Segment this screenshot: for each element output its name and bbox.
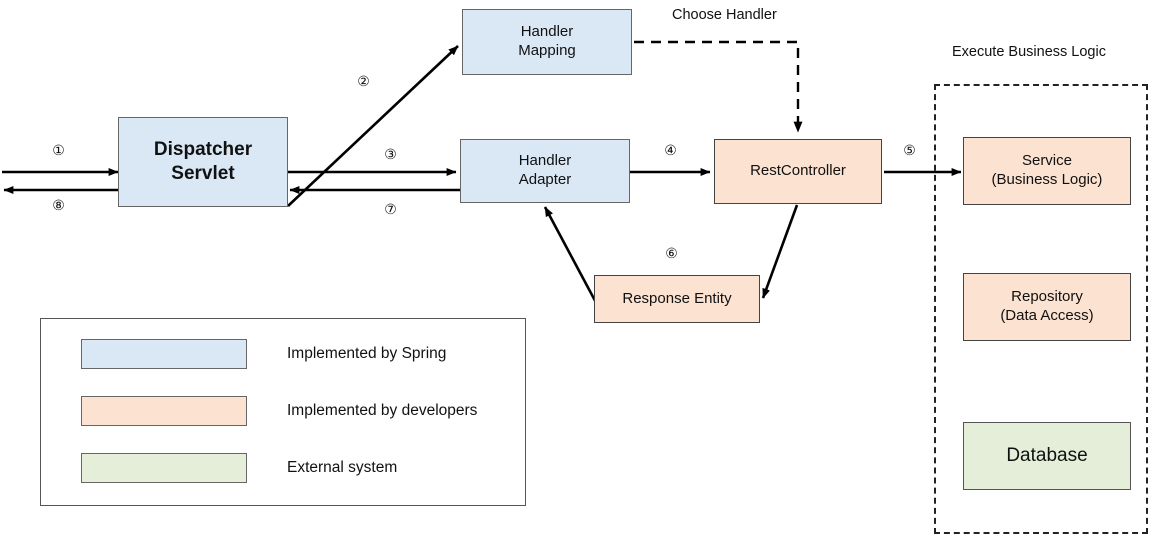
arrow-2-dispatcher-to-handler-mapping <box>287 45 459 207</box>
node-handler-mapping[interactable]: Handler Mapping <box>462 9 632 75</box>
step-badge-4: ④ <box>664 142 677 158</box>
step-badge-8: ⑧ <box>52 197 65 213</box>
step-badge-5: ⑤ <box>903 142 916 158</box>
node-repository-label: Repository (Data Access) <box>1000 288 1094 324</box>
legend-swatch-external <box>81 453 247 483</box>
legend-row-external: External system <box>81 453 397 483</box>
legend-swatch-spring <box>81 339 247 369</box>
step-badge-7: ⑦ <box>384 201 397 217</box>
node-rest-controller[interactable]: RestController <box>714 139 882 204</box>
legend-swatch-developers <box>81 396 247 426</box>
node-repository[interactable]: Repository (Data Access) <box>963 273 1131 341</box>
node-dispatcher-servlet-label: Dispatcher Servlet <box>153 139 253 184</box>
step-badge-3: ③ <box>384 146 397 162</box>
dashed-arrow-choose-handler <box>634 40 803 133</box>
legend-row-spring: Implemented by Spring <box>81 339 446 369</box>
node-database-label: Database <box>1006 445 1088 467</box>
node-dispatcher-servlet[interactable]: Dispatcher Servlet <box>118 117 288 207</box>
step-badge-1: ① <box>52 142 65 158</box>
node-handler-adapter-label: Handler Adapter <box>518 152 572 188</box>
label-choose-handler: Choose Handler <box>672 7 777 23</box>
node-service-label: Service (Business Logic) <box>991 152 1103 188</box>
legend: Implemented by Spring Implemented by dev… <box>40 318 526 506</box>
arrow-6-rest-controller-to-response-entity <box>761 204 799 299</box>
node-response-entity-label: Response Entity <box>622 289 732 307</box>
label-execute-business-logic: Execute Business Logic <box>952 44 1106 60</box>
node-response-entity[interactable]: Response Entity <box>594 275 760 323</box>
legend-label-spring: Implemented by Spring <box>287 345 447 362</box>
node-handler-mapping-label: Handler Mapping <box>518 23 576 59</box>
legend-label-external: External system <box>287 459 398 476</box>
node-service[interactable]: Service (Business Logic) <box>963 137 1131 205</box>
legend-label-developers: Implemented by developers <box>287 402 478 419</box>
legend-row-developers: Implemented by developers <box>81 396 477 426</box>
business-logic-group-boundary <box>934 84 1148 534</box>
node-handler-adapter[interactable]: Handler Adapter <box>460 139 630 203</box>
arrow-response-entity-to-handler-adapter <box>543 206 602 311</box>
step-badge-6: ⑥ <box>665 245 678 261</box>
node-database[interactable]: Database <box>963 422 1131 490</box>
step-badge-2: ② <box>357 73 370 89</box>
node-rest-controller-label: RestController <box>750 162 846 180</box>
